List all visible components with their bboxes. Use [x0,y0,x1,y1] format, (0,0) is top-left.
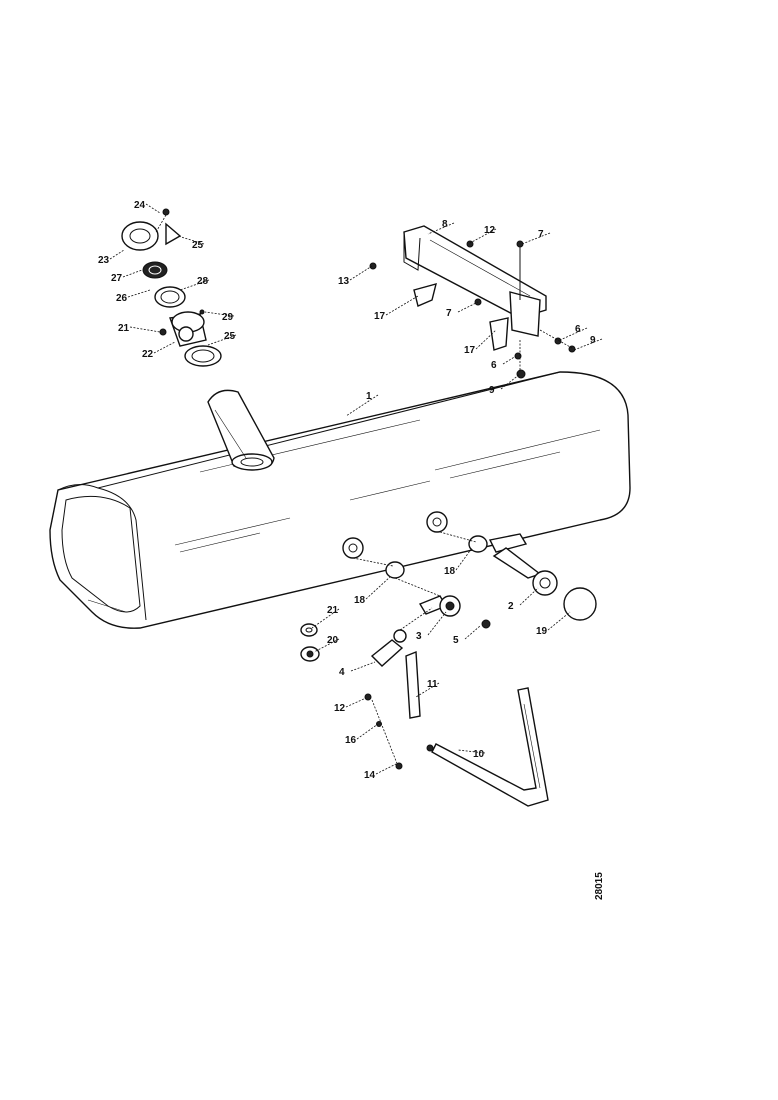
callout-leader-c12b [345,697,367,708]
tank-fittings [342,511,597,621]
callout-leader-c25b [207,334,237,346]
callout-label-c22: 22 [142,349,154,360]
callout-leader-c13 [349,265,373,281]
callout-leader-c16 [356,723,379,740]
callout-label-c3: 3 [416,631,422,642]
callout-label-c6b: 6 [491,360,497,371]
callout-label-c29: 29 [222,312,234,323]
callout-label-c4: 4 [339,667,345,678]
callout-label-c12b: 12 [334,703,346,714]
callout-leader-c26 [127,289,151,298]
callout-leader-c18a [455,547,473,571]
callout-leader-c29 [204,311,235,317]
callout-leader-c19 [547,611,571,631]
mounting-bracket [369,225,576,379]
callout-label-c2: 2 [508,601,514,612]
callout-label-c14: 14 [364,770,376,781]
callout-leader-c6a [559,327,588,341]
callout-leader-c6b [502,355,517,365]
callout-leader-c27 [122,269,143,278]
callout-leader-c21a [129,326,161,333]
callout-leader-c14 [375,763,397,775]
callout-label-c27: 27 [111,273,123,284]
callout-label-c28: 28 [197,276,209,287]
callout-label-c9a: 9 [590,335,596,346]
callout-leader-c24 [145,203,161,214]
callout-leader-c1 [345,394,379,417]
callout-leader-c7a [521,232,551,245]
filler-neck [207,389,275,471]
callout-leader-c4 [350,661,376,672]
callout-leader-c3 [427,611,447,636]
callout-label-c12: 12 [484,225,496,236]
fuel-tank [49,371,631,629]
drawing-number: 28015 [594,872,605,900]
callout-label-c25b: 25 [224,331,236,342]
callout-label-c8: 8 [442,219,448,230]
callout-leader-c28 [179,279,210,291]
callout-leader-c10 [457,749,486,754]
callout-label-c17b: 17 [464,345,476,356]
callout-label-c11: 11 [427,679,438,690]
callout-leader-c7b [457,301,479,313]
callout-leader-c9a [573,338,603,351]
callout-leader-c5 [464,625,481,640]
callout-leader-c8 [427,222,455,235]
tank-strap [364,650,549,807]
callout-label-c23: 23 [98,255,110,266]
callout-leader-c2 [519,587,539,606]
callout-leader-c17b [475,329,497,350]
callout-label-c6a: 6 [575,324,581,335]
callout-label-c18b: 18 [354,595,366,606]
callout-label-c5: 5 [453,635,459,646]
callout-label-c7b: 7 [446,308,452,319]
callout-leader-c12 [469,228,497,244]
filler-cap-assembly [121,208,222,367]
callout-label-c26: 26 [116,293,128,304]
callout-leader-c11 [415,682,440,698]
callout-leader-c20 [313,638,340,653]
callout-label-c21a: 21 [118,323,130,334]
callout-label-c17a: 17 [374,311,386,322]
callout-label-c16: 16 [345,735,357,746]
callout-leader-c17a [385,295,419,316]
callout-leader-c18b [365,576,391,600]
callout-label-c20: 20 [327,635,339,646]
callout-label-c13: 13 [338,276,350,287]
callout-label-c24: 24 [134,200,146,211]
callout-label-c18a: 18 [444,566,456,577]
callout-leader-c22 [153,341,176,354]
callout-label-c1: 1 [366,391,372,402]
callout-label-c7a: 7 [538,229,544,240]
callout-leader-c23 [109,249,125,260]
drain-assembly [300,595,491,667]
callout-label-c21b: 21 [327,605,339,616]
callout-label-c25a: 25 [192,240,204,251]
callout-leader-c9b [500,373,521,390]
callout-label-c19: 19 [536,626,548,637]
callout-label-c10: 10 [473,749,485,760]
callout-leader-c25a [177,235,205,245]
callout-label-c9b: 9 [489,385,495,396]
